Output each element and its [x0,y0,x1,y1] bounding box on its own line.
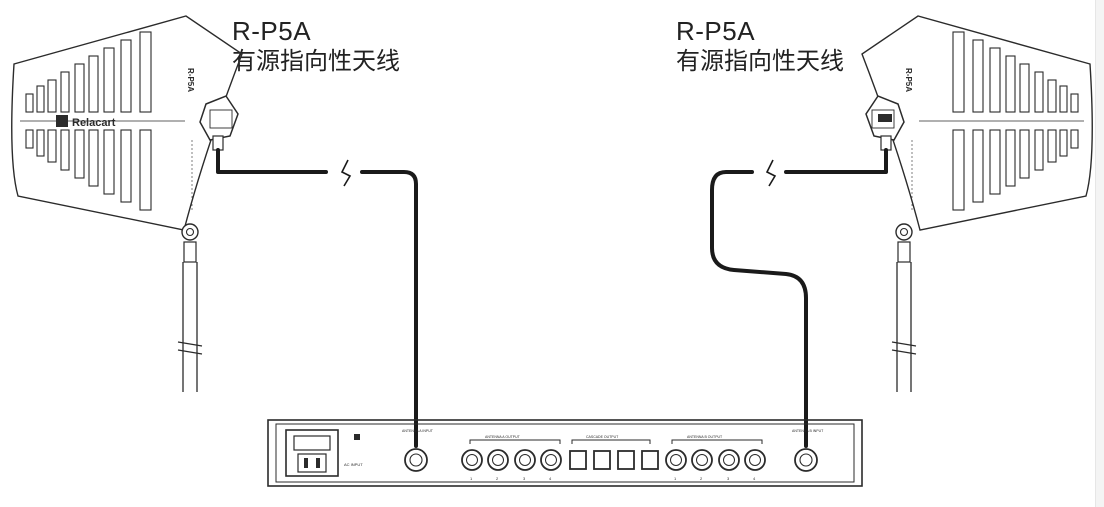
input-a-connector [404,448,428,472]
power-switch [354,434,360,440]
power-inlet [285,429,339,477]
antenna-b-outputs [665,449,766,471]
left-antenna-elements [25,31,152,211]
left-antenna-plate-text: R-P5A [186,68,195,92]
right-antenna-clamp [897,241,911,263]
svg-text:2: 2 [496,476,499,481]
cable-break-symbols [340,159,777,187]
input-a-label: ANTENNA A INPUT [402,429,434,433]
group-b-label: ANTENNA B OUTPUT [687,435,723,439]
input-b-label: ANTENNA B INPUT [792,429,824,433]
cascade-outputs [569,450,659,470]
rack-unit: AC INPUT ANTENNA A INPUT ANTENNA A OUTPU… [267,419,863,487]
svg-text:1: 1 [470,476,473,481]
power-label: AC INPUT [344,462,363,467]
left-break-icon [340,159,352,187]
relacart-logo-icon [56,115,68,127]
left-antenna: Relacart R-P5A [11,15,243,392]
left-cable-segment-1 [216,148,328,174]
right-antenna-elements [952,31,1079,211]
svg-text:3: 3 [727,476,730,481]
svg-text:4: 4 [753,476,756,481]
right-antenna-paddle [861,15,1093,231]
right-antenna-model: R-P5A [676,16,756,46]
group-cascade-label: CASCADE OUTPUT [586,435,619,439]
left-antenna-brand: Relacart [72,117,116,129]
right-antenna-connector [880,135,892,151]
left-antenna-description: 有源指向性天线 [232,47,400,75]
left-antenna-clamp [183,241,197,263]
right-antenna-plate-text: R-P5A [904,68,913,92]
group-a-label: ANTENNA A OUTPUT [485,435,521,439]
svg-text:1: 1 [674,476,677,481]
svg-text:4: 4 [549,476,552,481]
right-break-icon [765,159,777,187]
left-antenna-model: R-P5A [232,16,312,46]
rack-panel-inner [275,423,855,483]
cables [216,148,888,448]
right-cable-segment-2 [710,170,808,448]
rack-front-panel [267,419,863,487]
port-number-labels: 1 2 3 4 1 2 3 4 [470,476,756,481]
right-antenna-description: 有源指向性天线 [676,47,844,75]
svg-text:2: 2 [700,476,703,481]
left-antenna-paddle [11,15,243,231]
right-cable-segment-1 [784,148,888,174]
left-antenna-connector [212,135,224,151]
svg-text:3: 3 [523,476,526,481]
right-antenna: R-P5A [861,15,1093,392]
antenna-a-outputs [461,449,562,471]
left-antenna-amp-label [209,109,233,129]
input-b-connector [794,448,818,472]
left-cable-segment-2 [360,170,418,448]
left-antenna-label: R-P5A 有源指向性天线 [232,16,400,76]
right-antenna-label: R-P5A 有源指向性天线 [676,16,844,76]
page-scrollbar[interactable] [1095,0,1104,507]
